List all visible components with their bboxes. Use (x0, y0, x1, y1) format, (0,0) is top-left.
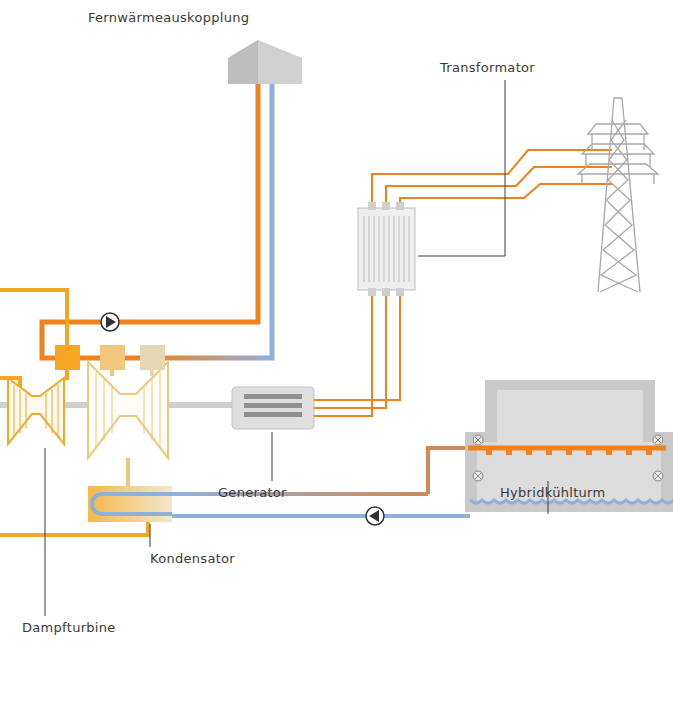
pump-symbol (101, 313, 119, 331)
transmission-pylon (578, 98, 658, 292)
steam-extraction-boxes (55, 345, 165, 380)
power-lines (314, 150, 612, 416)
pump-symbol (366, 507, 384, 525)
leader-line (150, 524, 151, 547)
transformer (358, 202, 415, 296)
part-label: Generator (218, 485, 287, 501)
hybrid-cooling-tower (465, 380, 673, 512)
part-label: Transformator (440, 60, 535, 76)
leader-line (418, 80, 505, 256)
part-label: Kondensator (150, 551, 235, 567)
heating-pipes (42, 84, 272, 358)
leader-line (272, 432, 273, 481)
district-heating-house (228, 40, 302, 84)
generator (232, 387, 314, 429)
part-label: Hybridkühlturm (500, 485, 605, 501)
cooling-pipes (172, 448, 470, 516)
part-label: Dampfturbine (22, 620, 116, 636)
lp-turbine (88, 362, 168, 458)
heading-label: Fernwärmeauskopplung (88, 10, 249, 26)
leader-line (45, 448, 46, 616)
condenser (88, 458, 172, 522)
hp-turbine (8, 378, 64, 444)
